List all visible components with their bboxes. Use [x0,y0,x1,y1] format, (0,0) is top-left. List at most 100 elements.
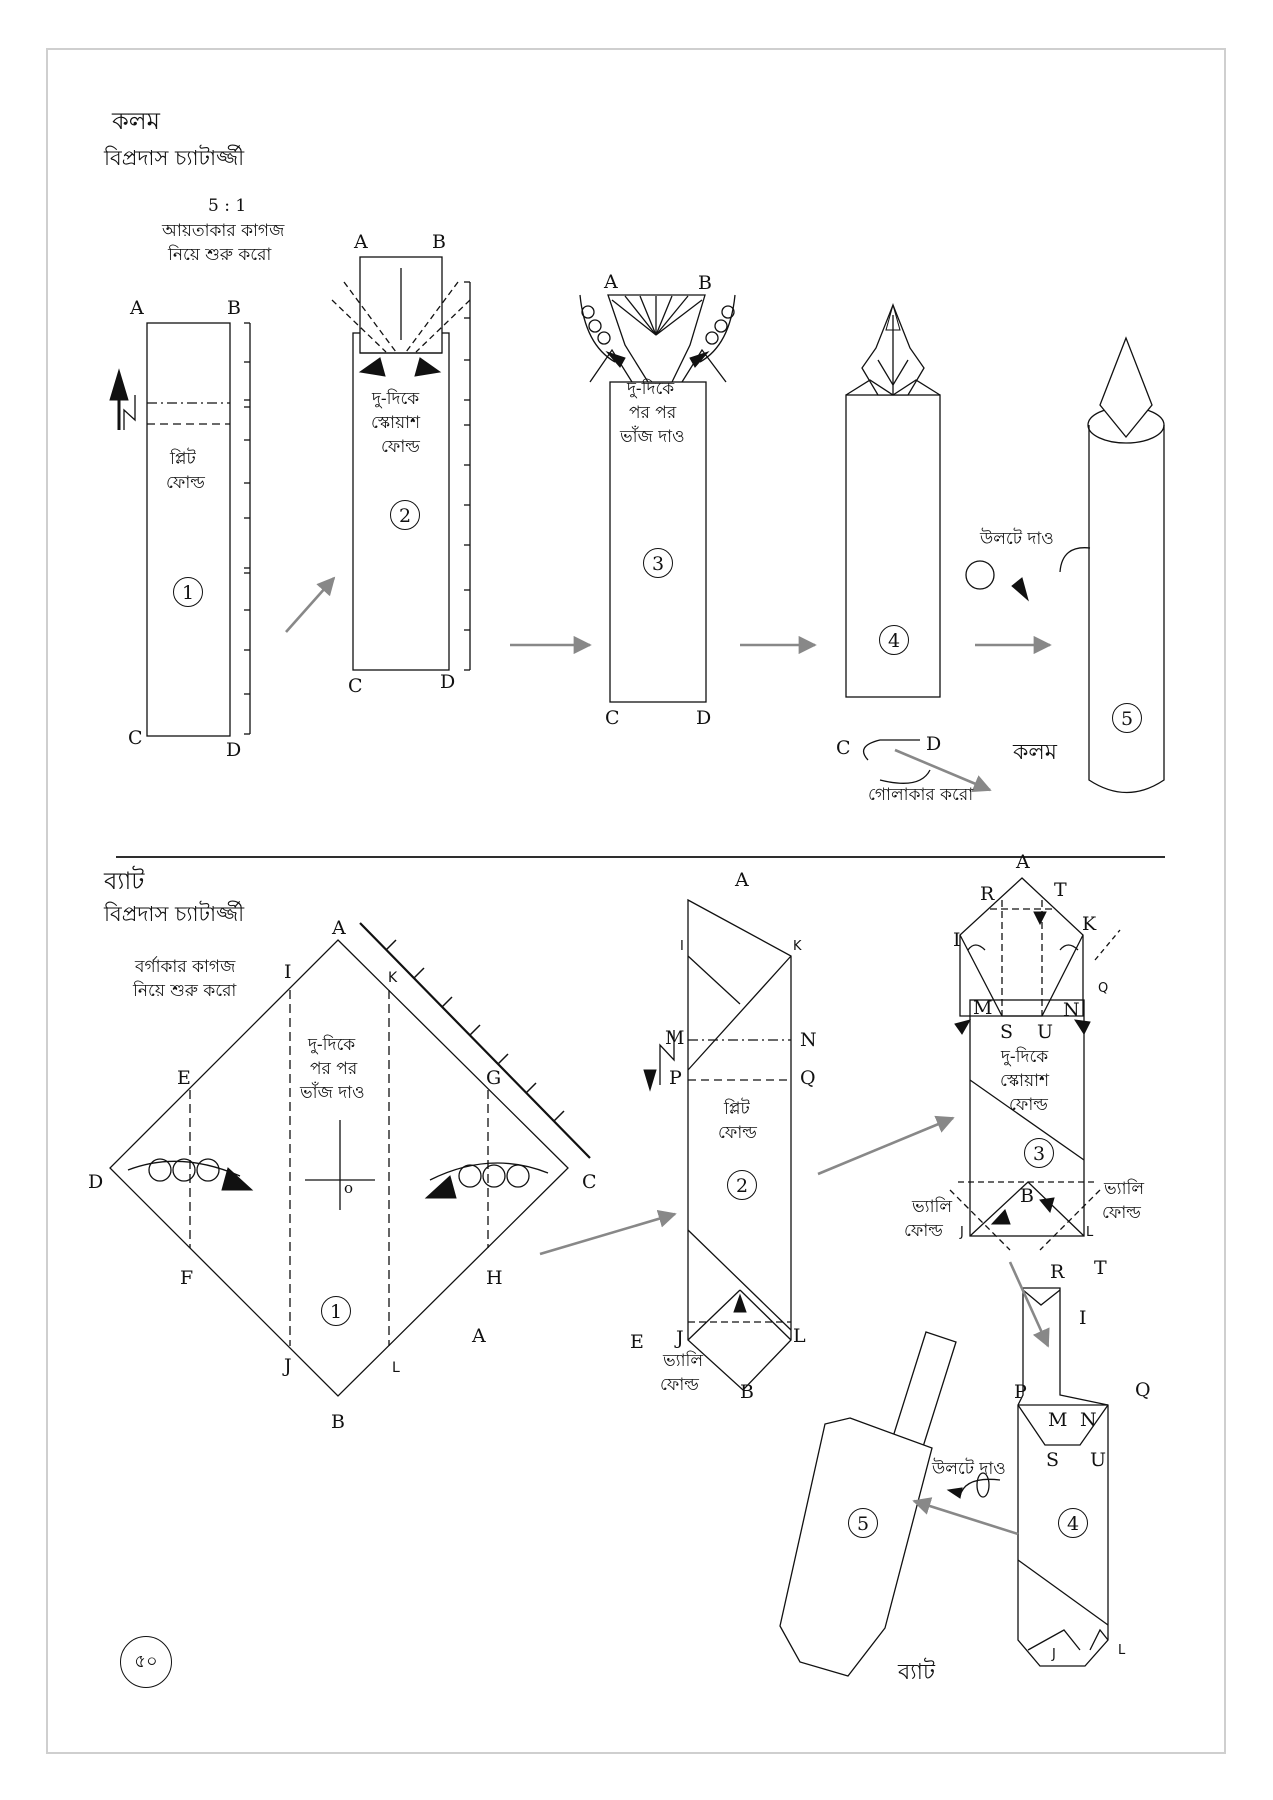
bat-s3-point-K: K [1082,913,1097,935]
bat-s2-point-K: K [793,939,802,954]
bat-s2-point-N: N [800,1029,817,1051]
pen-s2-point-B: B [432,231,446,253]
bat-author: বিপ্রদাস চ্যাটার্জ্জী [104,902,245,926]
pen-step3-bubbles-right [705,305,735,345]
bat-step5-handle [891,1331,957,1451]
bat-step-1-number: 1 [321,1296,351,1326]
bat-s2-point-Q: Q [800,1067,816,1089]
bat-s1-point-K: K [388,970,398,986]
bat-s1-point-L: L [392,1360,400,1376]
bat-start-note-line1: বর্গাকার কাগজ [135,957,236,977]
bat-turn-symbol [976,1472,990,1498]
bat-step5-blade [779,1417,933,1677]
bat-s3-point-Q: Q [1098,981,1109,996]
bat-center-mark: o [344,1179,354,1197]
bat-step3-note-line3: ফোল্ড [1009,1095,1048,1115]
bat-step2-pleat-line1: প্লিট [724,1099,750,1119]
bat-s2-point-J: J [676,1327,684,1349]
bat-start-note-line2: নিয়ে শুরু করো [133,981,237,1001]
bat-s2-point-P: P [669,1067,682,1089]
bat-step1-square [109,939,569,1397]
pen-step-1-number: 1 [173,577,203,607]
pen-step3-note-line2: পর পর [629,403,677,423]
pen-s1-point-C: C [128,727,143,749]
pen-step2-ticks [464,281,470,671]
bat-step1-ticks [385,939,565,1122]
bat-s1-point-B: B [331,1411,345,1433]
pen-s1-point-D: D [226,739,242,761]
pen-step1-note-line2: ফোল্ড [166,473,205,493]
pen-step3-note-line3: ভাঁজ দাও [620,427,685,447]
bat-s3-point-U: U [1037,1021,1054,1043]
bat-s1-point-J: J [284,1355,292,1377]
bat-step3-note-line2: স্কোয়াশ [1000,1071,1050,1091]
pen-s3-point-C: C [605,707,620,729]
bat-s2-point-M: M [665,1027,685,1049]
bat-s4-point-S: S [1046,1449,1060,1471]
pen-result-label: কলম [1013,740,1057,765]
bat-step1-note-line3: ভাঁজ দাও [300,1083,365,1103]
pen-step2-note-line3: ফোল্ড [381,437,420,457]
bat-title: ব্যাট [104,867,145,895]
bat-result-label: ব্যাট [898,1660,935,1685]
bat-s3-point-N: N [1063,999,1080,1021]
page-frame [46,48,1226,1754]
pen-s3-point-A: A [604,271,618,293]
bat-step4-body [1017,1287,1109,1667]
bat-s2-point-I: I [680,939,684,954]
pen-title: কলম [112,107,161,135]
bat-s1-point-A2: A [472,1325,486,1347]
bat-s3-point-M: M [973,997,993,1019]
pen-s2-point-C: C [348,675,363,697]
bat-s4-point-L: L [1118,1643,1126,1658]
bat-s4-point-T: T [1094,1257,1107,1279]
bat-s3-point-T: T [1054,879,1067,901]
bat-s1-point-F: F [180,1267,194,1289]
bat-step1-bubbles-left [148,1158,220,1182]
bat-s4-point-P: P [1014,1381,1027,1403]
bat-step3-note-line1: দু-দিকে [1001,1047,1049,1067]
pen-s3-point-D: D [696,707,712,729]
pen-start-note-line1: আয়তাকার কাগজ [162,221,285,241]
bat-s4-point-I: I [1079,1307,1087,1329]
pen-step1-note-line1: প্লিট [170,449,196,469]
pen-step1-ticks [244,322,250,735]
pen-s1-point-A: A [130,297,144,319]
bat-s1-point-G: G [486,1067,502,1089]
bat-s3-point-J: J [960,1225,964,1240]
bat-step1-note-line2: পর পর [310,1059,358,1079]
bat-s1-point-I: I [284,961,292,983]
bat-s4-point-J: J [1052,1647,1056,1662]
bat-s4-point-N: N [1080,1409,1097,1431]
bat-step3-valley-right-line1: ভ্যালি [1104,1179,1145,1199]
bat-step-5-number: 5 [848,1508,878,1538]
bat-s1-point-D: D [88,1171,104,1193]
bat-s3-point-S: S [1000,1021,1014,1043]
bat-step3-valley-right-line2: ফোল্ড [1102,1203,1141,1223]
pen-step2-note-line2: স্কোয়াশ [371,413,421,433]
pen-ratio: 5 : 1 [208,196,247,216]
bat-s3-point-B: B [1020,1185,1034,1207]
bat-step-4-number: 4 [1058,1508,1088,1538]
pen-step1-pleat-zigzag [123,395,136,430]
bat-step2-pleat-line2: ফোল্ড [718,1123,757,1143]
pen-step-4-number: 4 [879,625,909,655]
pen-step5-nib [1099,336,1153,439]
bat-s1-point-C: C [582,1171,597,1193]
bat-s4-point-M: M [1048,1409,1068,1431]
pen-s1-point-B: B [227,297,241,319]
bat-s3-point-L: L [1086,1225,1094,1240]
bat-step2-valley-line1: ভ্যালি [663,1351,704,1371]
bat-s2-point-E: E [630,1331,644,1353]
pen-s2-point-A: A [354,231,368,253]
bat-s3-point-A: A [1016,851,1030,873]
bat-turn-over-note: উলটে দাও [932,1459,1006,1479]
pen-s4-point-D: D [926,733,942,755]
pen-start-note-line2: নিয়ে শুরু করো [168,245,272,265]
bat-step1-note-line1: দু-দিকে [308,1035,356,1055]
pen-step1-paper [146,322,231,737]
pen-step-2-number: 2 [390,500,420,530]
bat-s1-point-A: A [332,917,346,939]
bat-step-3-number: 3 [1024,1138,1054,1168]
